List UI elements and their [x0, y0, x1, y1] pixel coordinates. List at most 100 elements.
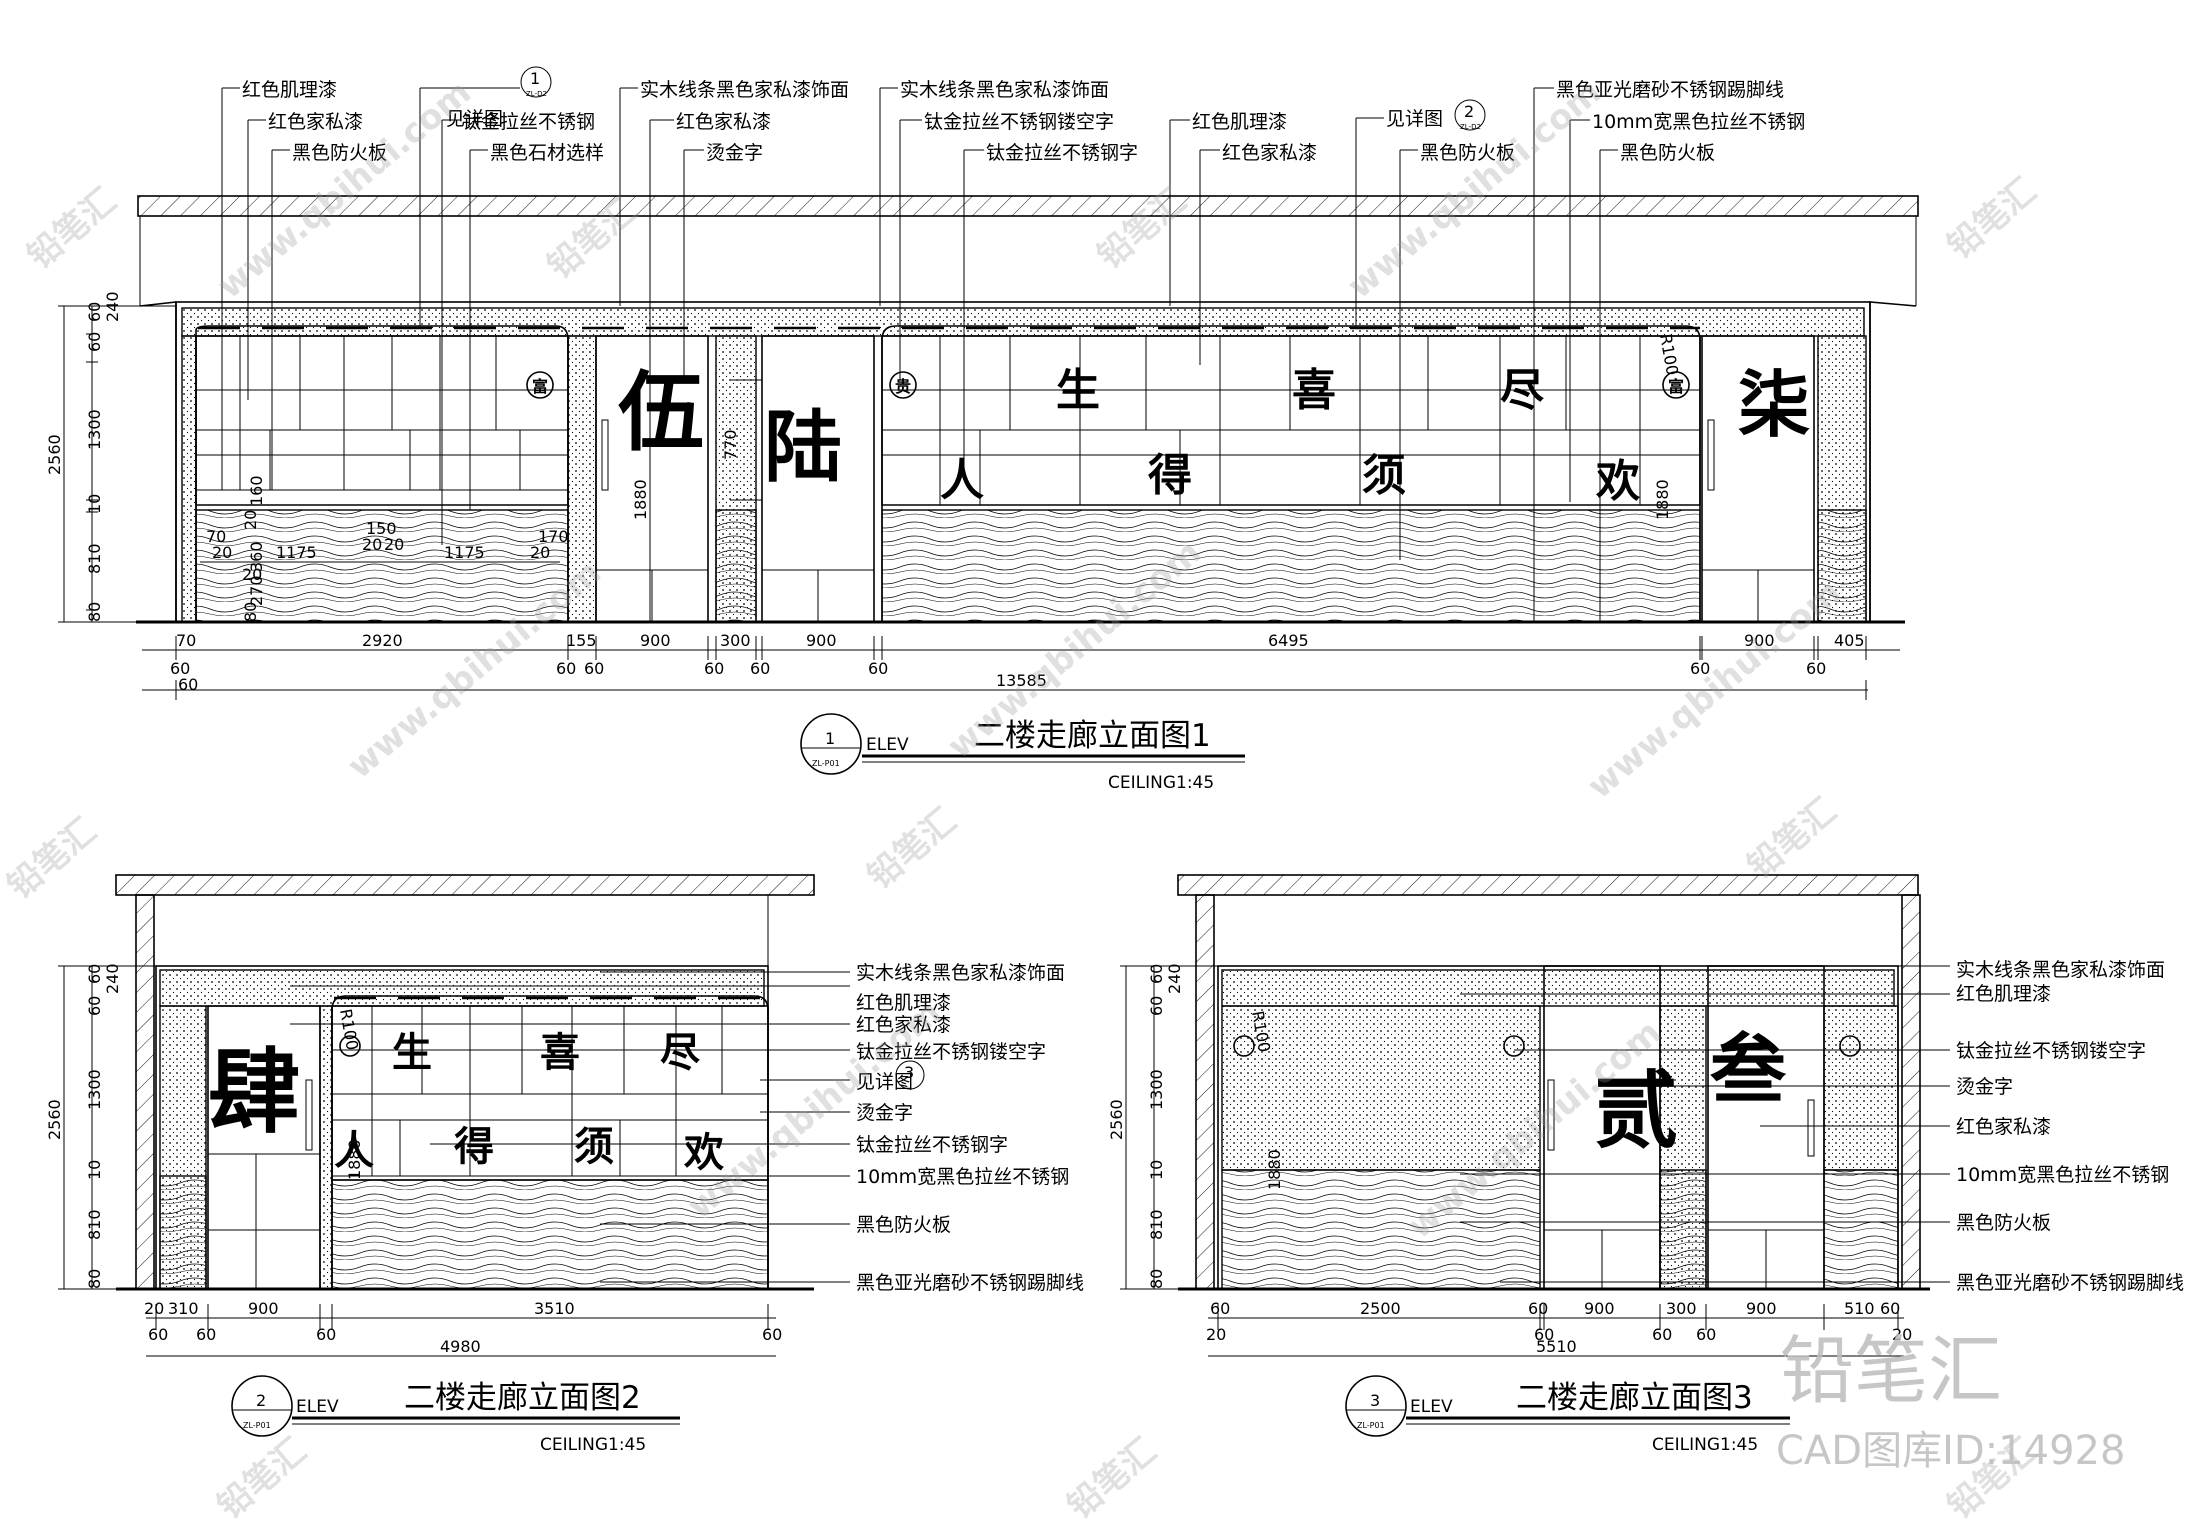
svg-text:60: 60	[85, 332, 104, 352]
svg-text:10: 10	[1147, 1160, 1166, 1180]
svg-text:铅笔汇: 铅笔汇	[0, 811, 104, 907]
svg-text:见详图: 见详图	[856, 1071, 913, 1093]
svg-text:510: 510	[1844, 1299, 1875, 1318]
svg-text:贰: 贰	[1594, 1061, 1678, 1160]
elev1-title: 二楼走廊立面图1	[974, 718, 1211, 754]
svg-text:喜: 喜	[1292, 365, 1336, 416]
svg-text:3: 3	[1370, 1391, 1380, 1410]
svg-text:1880: 1880	[1265, 1149, 1284, 1190]
svg-text:得: 得	[1147, 450, 1192, 501]
brand-mark: 铅笔汇	[1780, 1328, 2002, 1414]
svg-text:20: 20	[362, 535, 382, 554]
svg-text:钛金拉丝不锈钢: 钛金拉丝不锈钢	[462, 111, 595, 133]
svg-text:60: 60	[1147, 996, 1166, 1016]
svg-text:红色家私漆: 红色家私漆	[1956, 1116, 2051, 1138]
svg-text:405: 405	[1834, 631, 1865, 650]
svg-text:见详图: 见详图	[446, 108, 503, 130]
elev2-title: 二楼走廊立面图2	[404, 1380, 641, 1416]
svg-text:尽: 尽	[660, 1029, 700, 1076]
svg-text:黑色防火板: 黑色防火板	[856, 1214, 951, 1236]
svg-text:2560: 2560	[1107, 1099, 1126, 1140]
svg-text:CEILING1:45: CEILING1:45	[540, 1435, 646, 1455]
svg-text:肆: 肆	[208, 1038, 300, 1146]
svg-text:实木线条黑色家私漆饰面: 实木线条黑色家私漆饰面	[640, 79, 849, 101]
svg-text:60: 60	[1806, 659, 1826, 678]
svg-text:310: 310	[168, 1299, 199, 1318]
svg-text:ELEV: ELEV	[1410, 1397, 1453, 1417]
svg-text:铅笔汇: 铅笔汇	[1090, 181, 1194, 277]
svg-text:ZL-P01: ZL-P01	[1357, 1421, 1385, 1430]
svg-text:20: 20	[241, 510, 260, 530]
svg-text:20: 20	[144, 1299, 164, 1318]
svg-text:黑色防火板: 黑色防火板	[1956, 1212, 2051, 1234]
svg-text:2: 2	[256, 1391, 266, 1410]
svg-text:270: 270	[247, 575, 266, 606]
svg-text:黑色亚光磨砂不锈钢踢脚线: 黑色亚光磨砂不锈钢踢脚线	[856, 1272, 1084, 1294]
big-char-qi: 柒	[1738, 362, 1810, 447]
svg-text:60: 60	[196, 1325, 216, 1344]
svg-text:黑色防火板: 黑色防火板	[1420, 142, 1515, 164]
svg-text:得: 得	[454, 1123, 494, 1170]
svg-text:4980: 4980	[440, 1337, 481, 1356]
svg-text:R100: R100	[1656, 332, 1682, 376]
ceiling-slab	[137, 195, 1919, 217]
svg-text:烫金字: 烫金字	[856, 1102, 913, 1124]
svg-text:铅笔汇: 铅笔汇	[1940, 171, 2044, 267]
svg-text:60: 60	[85, 964, 104, 984]
svg-text:810: 810	[1147, 1209, 1166, 1240]
svg-text:实木线条黑色家私漆饰面: 实木线条黑色家私漆饰面	[856, 962, 1065, 984]
svg-text:160: 160	[247, 475, 266, 506]
svg-text:人: 人	[334, 1127, 374, 1174]
svg-text:80: 80	[241, 602, 260, 622]
svg-text:20: 20	[530, 543, 550, 562]
svg-text:欢: 欢	[683, 1129, 724, 1176]
svg-text:60: 60	[1147, 964, 1166, 984]
svg-text:喜: 喜	[540, 1029, 580, 1076]
svg-text:240: 240	[1165, 963, 1184, 994]
elevation-1: 伍 陆 柒 生 喜 尽 人 得 须 欢 富 贵 富 R100 红色肌理漆 红色家…	[45, 66, 1919, 793]
svg-text:20: 20	[242, 565, 262, 584]
svg-text:1300: 1300	[85, 1069, 104, 1110]
svg-text:60: 60	[178, 675, 198, 694]
svg-text:红色肌理漆: 红色肌理漆	[242, 79, 337, 101]
svg-text:900: 900	[248, 1299, 279, 1318]
svg-text:黑色亚光磨砂不锈钢踢脚线: 黑色亚光磨砂不锈钢踢脚线	[1556, 79, 1784, 101]
svg-text:须: 须	[1362, 450, 1406, 501]
svg-text:60: 60	[762, 1325, 782, 1344]
svg-text:10mm宽黑色拉丝不锈钢: 10mm宽黑色拉丝不锈钢	[856, 1166, 1069, 1188]
svg-text:钛金拉丝不锈钢镂空字: 钛金拉丝不锈钢镂空字	[856, 1041, 1046, 1063]
svg-text:770: 770	[721, 429, 740, 460]
svg-text:红色家私漆: 红色家私漆	[676, 111, 771, 133]
svg-text:3: 3	[904, 1063, 914, 1082]
svg-text:80: 80	[85, 1269, 104, 1289]
svg-text:60: 60	[170, 659, 190, 678]
svg-text:实木线条黑色家私漆饰面: 实木线条黑色家私漆饰面	[900, 79, 1109, 101]
svg-text:13585: 13585	[996, 671, 1047, 690]
svg-text:黑色防火板: 黑色防火板	[1620, 142, 1715, 164]
svg-text:钛金拉丝不锈钢镂空字: 钛金拉丝不锈钢镂空字	[924, 111, 1114, 133]
svg-text:叁: 叁	[1710, 1025, 1787, 1114]
svg-text:810: 810	[85, 543, 104, 574]
svg-text:240: 240	[103, 291, 122, 322]
svg-text:170: 170	[538, 527, 569, 546]
svg-text:60: 60	[85, 996, 104, 1016]
svg-text:810: 810	[85, 1209, 104, 1240]
svg-text:240: 240	[103, 963, 122, 994]
big-char-wu: 伍	[618, 362, 704, 463]
svg-text:CEILING1:45: CEILING1:45	[1652, 1435, 1758, 1455]
svg-text:红色肌理漆: 红色肌理漆	[1956, 983, 2051, 1005]
svg-text:60: 60	[584, 659, 604, 678]
svg-text:70: 70	[206, 527, 226, 546]
svg-text:80: 80	[85, 602, 104, 622]
elev1-callouts: 红色肌理漆 红色家私漆 黑色防火板 见详图 1 ZL-D2 钛金拉丝不锈钢 黑色…	[221, 66, 1805, 622]
svg-text:5510: 5510	[1536, 1337, 1577, 1356]
svg-text:10mm宽黑色拉丝不锈钢: 10mm宽黑色拉丝不锈钢	[1956, 1164, 2169, 1186]
svg-text:钛金拉丝不锈钢字: 钛金拉丝不锈钢字	[856, 1134, 1008, 1156]
svg-text:2: 2	[1464, 102, 1474, 121]
svg-text:80: 80	[1147, 1269, 1166, 1289]
svg-text:1880: 1880	[631, 479, 650, 520]
svg-text:黑色亚光磨砂不锈钢踢脚线: 黑色亚光磨砂不锈钢踢脚线	[1956, 1272, 2184, 1294]
svg-text:铅笔汇: 铅笔汇	[20, 181, 124, 277]
svg-text:60: 60	[1690, 659, 1710, 678]
